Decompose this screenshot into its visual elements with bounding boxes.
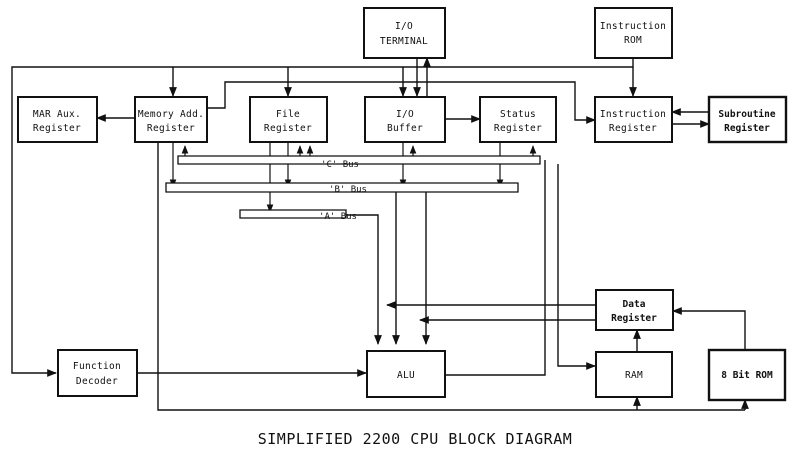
block-alu-label: ALU [397, 370, 415, 381]
bus-c: 'C' Bus [177, 155, 541, 170]
block-status-register: Status Register [479, 96, 557, 143]
block-status-register-line1: Status [500, 109, 536, 120]
block-mar-aux-register: MAR Aux. Register [17, 96, 98, 143]
block-memory-add-register: Memory Add. Register [134, 96, 208, 143]
block-file-register: File Register [249, 96, 328, 143]
block-mar-aux-line1: MAR Aux. [33, 109, 81, 120]
block-io-buffer-line1: I/O [396, 109, 414, 120]
block-file-register-line1: File [276, 109, 300, 120]
block-data-register: Data Register [595, 289, 674, 331]
block-instruction-rom-line2: ROM [624, 35, 642, 46]
block-subroutine-register-line2: Register [724, 123, 770, 134]
block-instruction-rom-line1: Instruction [600, 21, 666, 32]
block-status-register-line2: Register [494, 123, 542, 134]
block-ram: RAM [595, 351, 673, 398]
bus-a-label: 'A' Bus [319, 212, 357, 222]
block-file-register-line2: Register [264, 123, 312, 134]
block-data-register-line2: Register [611, 313, 657, 324]
block-function-decoder: Function Decoder [57, 349, 138, 397]
block-subroutine-register: Subroutine Register [707, 95, 788, 144]
block-data-register-line1: Data [623, 299, 646, 310]
bus-c-label: 'C' Bus [321, 160, 359, 170]
block-instruction-register: Instruction Register [594, 96, 673, 143]
block-ram-label: RAM [625, 370, 643, 381]
bus-a: 'A' Bus [239, 209, 357, 222]
connection-lines [11, 57, 749, 411]
block-8-bit-rom-label: 8 Bit ROM [721, 370, 773, 381]
block-subroutine-register-line1: Subroutine [718, 109, 775, 120]
block-io-terminal-line1: I/O [395, 21, 413, 32]
diagram-caption: SIMPLIFIED 2200 CPU BLOCK DIAGRAM [258, 430, 573, 448]
block-memory-add-line1: Memory Add. [138, 109, 204, 120]
block-io-buffer: I/O Buffer [364, 96, 446, 143]
block-instruction-register-line1: Instruction [600, 109, 666, 120]
block-alu: ALU [366, 350, 446, 398]
block-io-buffer-line2: Buffer [387, 123, 423, 134]
bus-b-label: 'B' Bus [329, 185, 367, 195]
block-function-decoder-line1: Function [73, 361, 121, 372]
block-instruction-rom: Instruction ROM [594, 7, 673, 59]
block-function-decoder-line2: Decoder [76, 376, 118, 387]
block-mar-aux-line2: Register [33, 123, 81, 134]
block-instruction-register-line2: Register [609, 123, 657, 134]
block-io-terminal-line2: TERMINAL [380, 36, 428, 47]
block-8-bit-rom: 8 Bit ROM [707, 348, 787, 402]
block-memory-add-line2: Register [147, 123, 195, 134]
block-io-terminal: I/O TERMINAL [363, 7, 446, 59]
bus-b: 'B' Bus [165, 182, 519, 195]
